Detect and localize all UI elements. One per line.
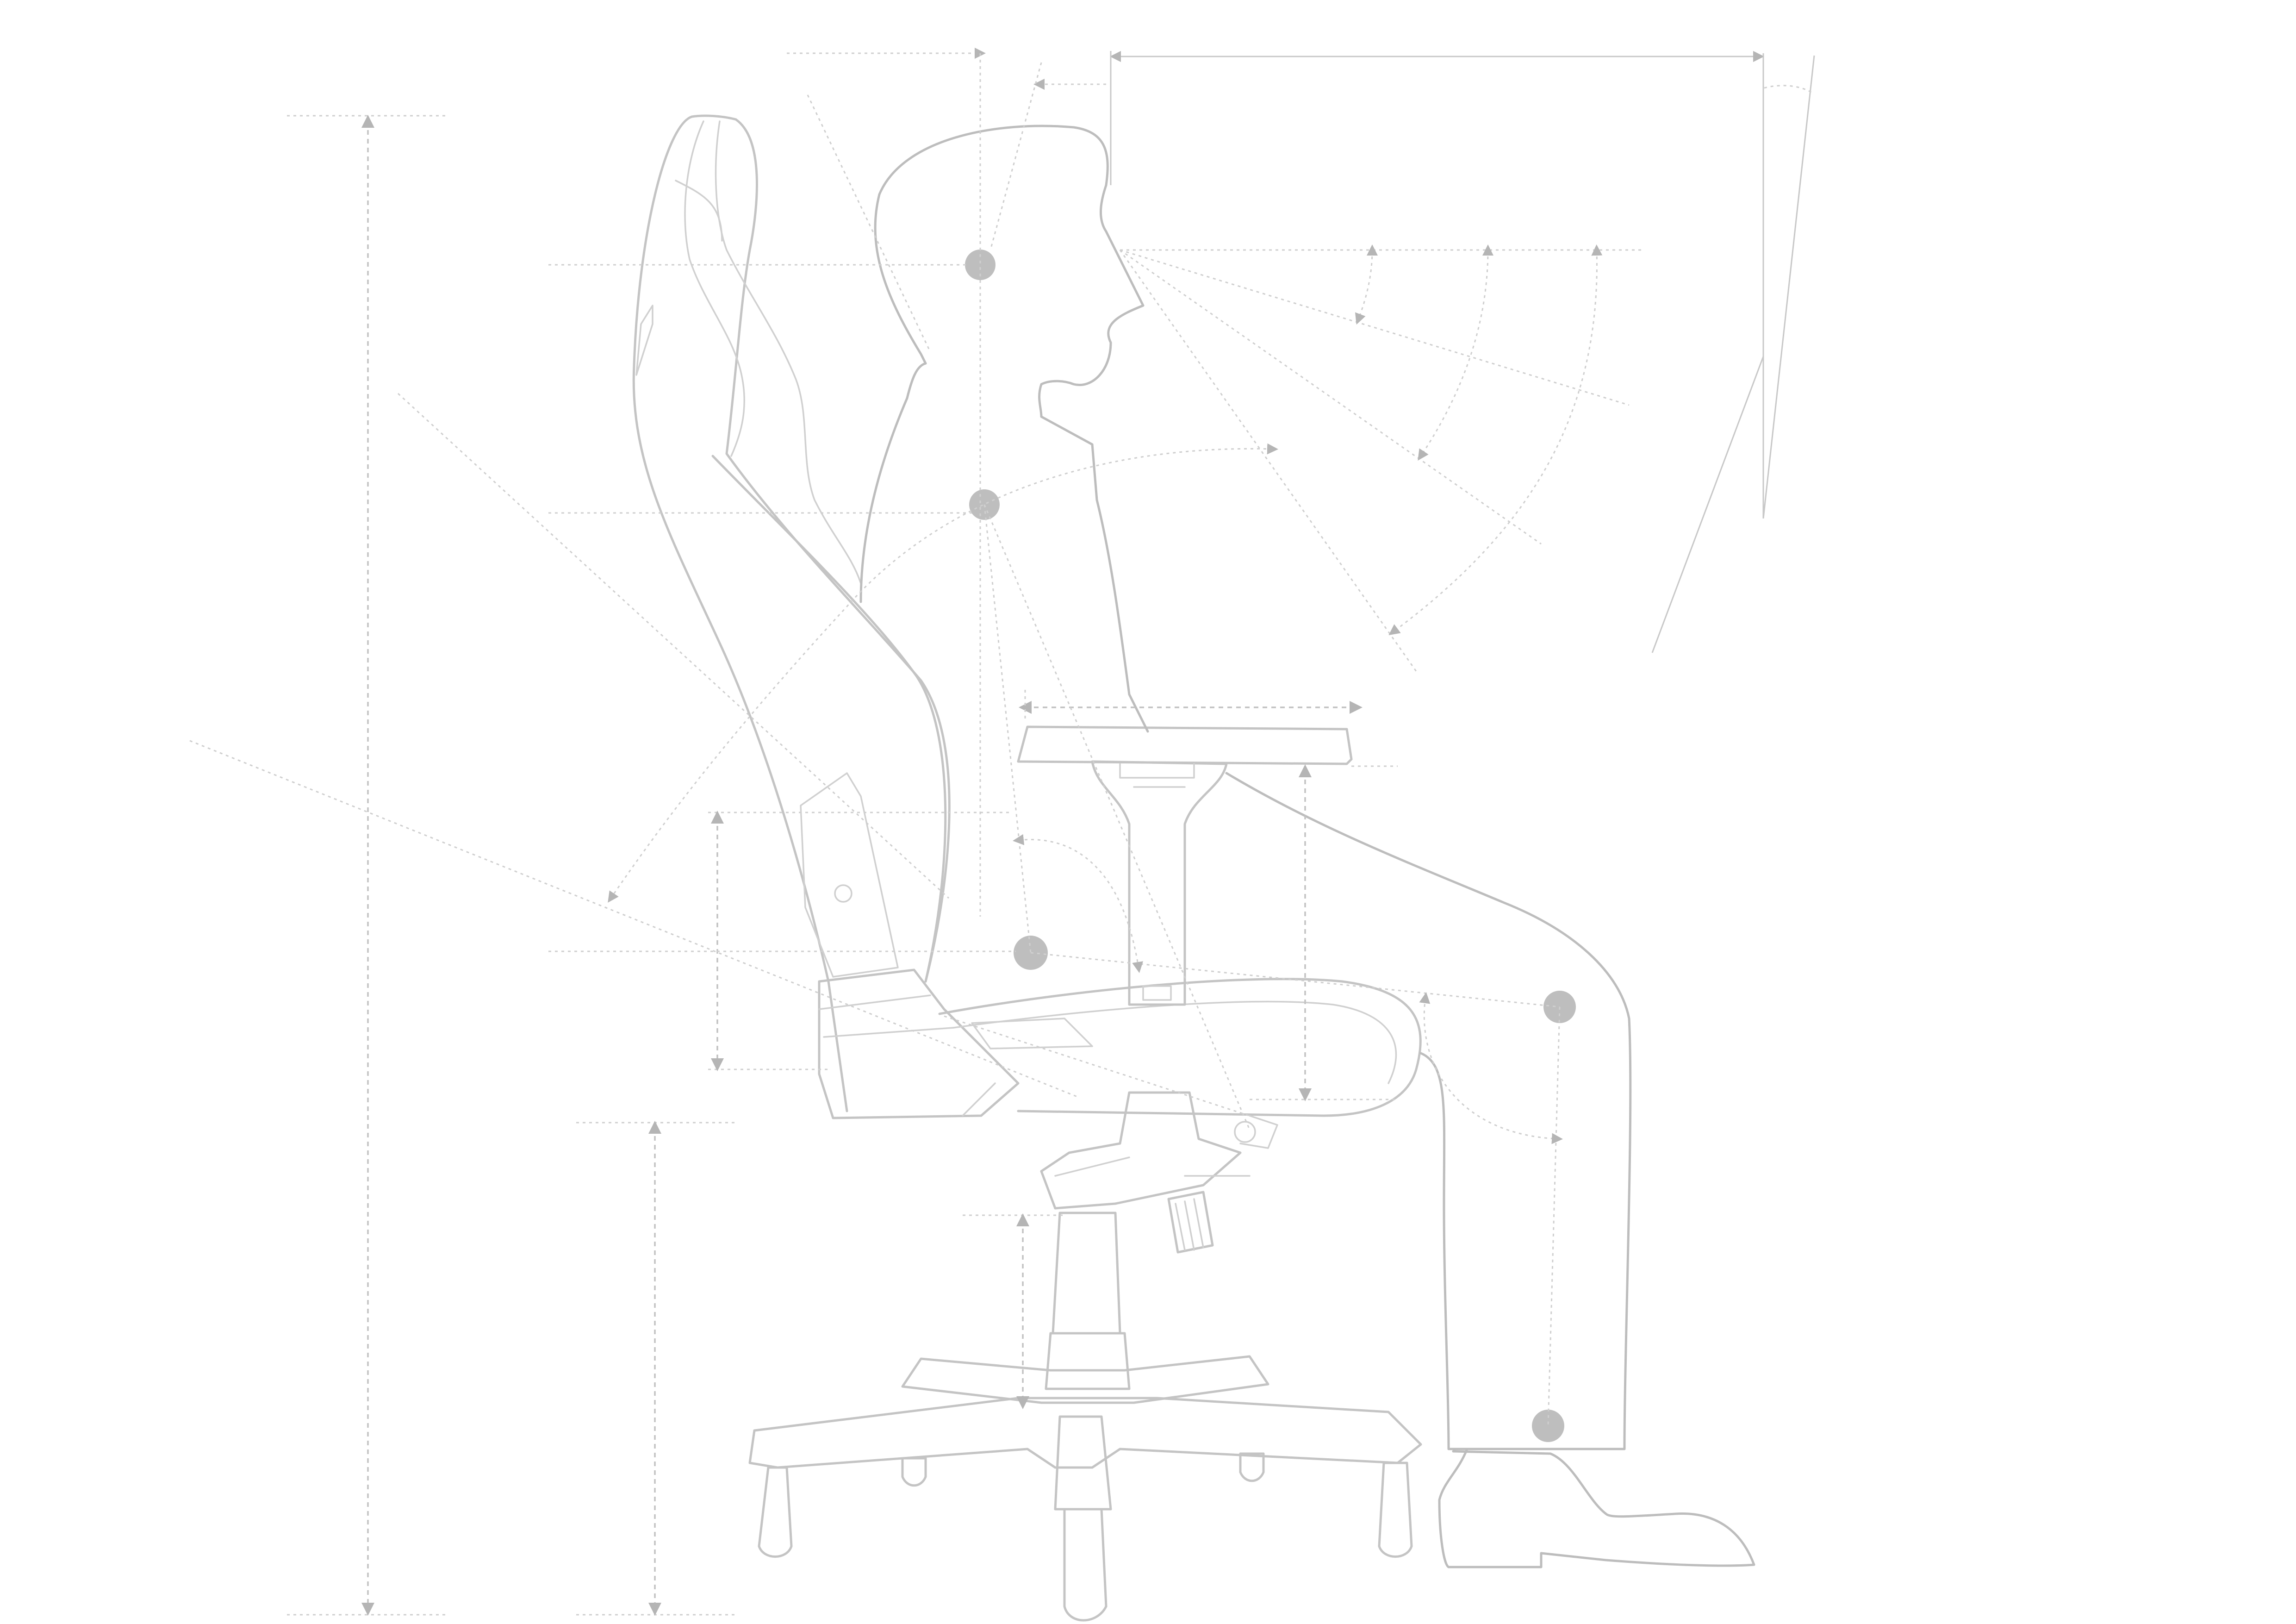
joint-ankle [1532, 1410, 1564, 1442]
armrest-post-inner [1119, 763, 1195, 788]
caster-back-right [1239, 1452, 1265, 1482]
joint-ear [965, 250, 996, 280]
eye-angle-arc-large [1388, 244, 1603, 636]
knee-angle-arc [1419, 992, 1563, 1144]
backrest-front [725, 118, 951, 983]
base-star-front [748, 1397, 1422, 1469]
hip-knee-line [1030, 952, 1560, 1008]
armrest-button[interactable] [1142, 985, 1172, 1001]
shoulder-hip-line [983, 504, 1032, 953]
armrest-post [1091, 760, 1228, 1006]
shoulder-knee-line [983, 504, 1251, 1130]
recline-angle-arc [608, 443, 1278, 903]
back-angle-line [807, 94, 931, 352]
head-tilt-line [989, 62, 1042, 250]
tilt-lock-knob[interactable] [1167, 1191, 1214, 1254]
knee-ankle-line [1547, 1006, 1561, 1426]
sight-line-3 [1119, 250, 1417, 672]
seat-cushion-inner [952, 1000, 1397, 1084]
backrest-inner-1 [684, 120, 746, 457]
thigh-under-line [944, 1015, 1264, 1121]
head-outline [874, 125, 1149, 733]
seat-side-block [818, 968, 1020, 1119]
armrest-pad [1017, 725, 1353, 765]
monitor-tilt-arc [1764, 85, 1812, 94]
eye-angle-arc-small [1355, 244, 1378, 325]
headrest-wing [635, 305, 653, 376]
human-figure [859, 125, 1755, 1568]
caster-back-left [901, 1457, 927, 1487]
recline-diagonal [189, 740, 1079, 1098]
dimension-lines [189, 48, 1815, 1616]
backrest-inner-3 [675, 180, 723, 242]
backrest-top [691, 114, 737, 121]
chair [632, 114, 1422, 1622]
knob-ridges [1175, 1198, 1204, 1251]
monitor-screen [1762, 55, 1815, 519]
tension-knob[interactable] [1234, 1121, 1256, 1143]
tilt-mechanism [1040, 1091, 1242, 1210]
eye-angle-arc-medium [1418, 244, 1493, 461]
backrest-lumbar [711, 455, 947, 983]
sight-line-1 [1120, 249, 1630, 406]
mechanism-detail [1054, 1115, 1278, 1177]
backrest-outline [632, 115, 848, 1112]
sight-line-2 [1120, 249, 1542, 545]
base-star-back [901, 1355, 1269, 1404]
shoe [1447, 1450, 1755, 1568]
gas-lift [1052, 1212, 1121, 1335]
caster-right [1378, 1462, 1413, 1558]
recline-knob[interactable] [834, 884, 852, 903]
base-center-leg [1054, 1415, 1112, 1511]
neck-back [859, 362, 927, 603]
side-panel [800, 772, 899, 978]
seat-panel [971, 1018, 1093, 1049]
shin-back [1419, 1052, 1468, 1568]
caster-center [1063, 1508, 1108, 1622]
gas-lift-lower [1045, 1332, 1131, 1390]
monitor-stand [1651, 356, 1764, 653]
seat-side-detail [818, 994, 996, 1117]
caster-left [758, 1466, 793, 1558]
thigh-top [1225, 772, 1632, 1450]
